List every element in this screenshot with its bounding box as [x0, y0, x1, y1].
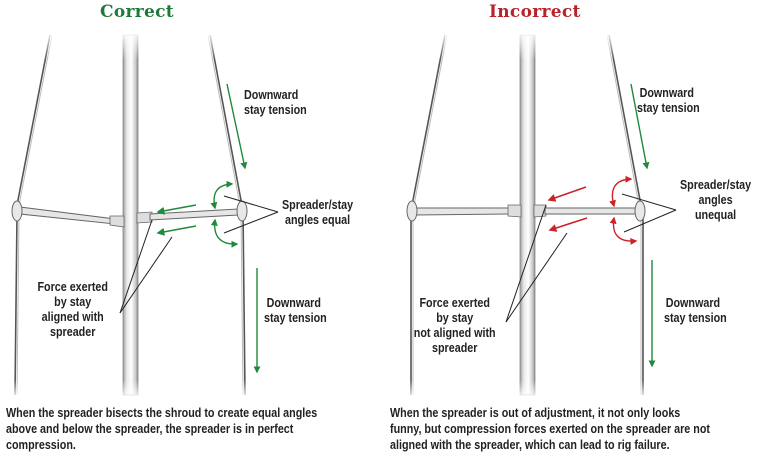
correct-downward-bottom-label: Downward stay tension [264, 296, 327, 326]
caption-line: compression. [6, 438, 76, 452]
label-line: angles [698, 193, 733, 207]
caption-line: When the spreader bisects the shroud to … [6, 406, 318, 420]
correct-caption: When the spreader bisects the shroud to … [6, 405, 317, 453]
downward-tension-arrow-top [226, 83, 248, 170]
label-line: Downward [665, 296, 721, 310]
label-line: Downward [266, 296, 321, 310]
incorrect-rig [384, 30, 768, 400]
label-line: Spreader/stay [282, 198, 354, 212]
label-line: spreader [49, 325, 96, 339]
label-line: by stay [436, 311, 474, 325]
incorrect-caption: When the spreader is out of adjustment, … [390, 405, 710, 453]
label-line: stay tension [664, 311, 727, 325]
correct-force-label: Force exerted by stay aligned with sprea… [34, 280, 111, 340]
label-line: aligned with [41, 310, 104, 324]
caption-line: above and below the spreader, the spread… [6, 422, 294, 436]
label-line: stay tension [637, 101, 700, 115]
incorrect-force-label: Force exerted by stay not aligned with s… [410, 296, 499, 356]
incorrect-title: Incorrect [489, 2, 581, 22]
label-line: stay tension [244, 103, 307, 117]
angle-arrow-lower [210, 218, 239, 248]
label-line: Spreader/stay [680, 178, 752, 192]
correct-downward-top-label: Downward stay tension [244, 88, 307, 118]
label-line: Force exerted [419, 296, 490, 310]
left-spreader [19, 206, 116, 225]
correct-rig [0, 30, 384, 400]
correct-angles-label: Spreader/stay angles equal [282, 198, 353, 228]
label-line: by stay [54, 295, 92, 309]
label-line: spreader [432, 341, 478, 355]
force-arrow-lower [156, 225, 197, 236]
incorrect-angles-label: Spreader/stay angles unequal [676, 178, 755, 223]
label-line: stay tension [264, 311, 327, 325]
caption-line: funny, but compression forces exerted on… [390, 422, 710, 436]
caption-line: aligned with the spreader, which can lea… [390, 438, 670, 452]
label-line: Force exerted [37, 280, 108, 294]
label-line: angles equal [284, 213, 351, 227]
incorrect-downward-top-label: Downward stay tension [637, 86, 700, 116]
label-line: Downward [639, 86, 694, 100]
label-line: not aligned with [413, 326, 496, 340]
force-arrow-upper [156, 204, 197, 215]
caption-line: When the spreader is out of adjustment, … [390, 406, 681, 420]
incorrect-downward-bottom-label: Downward stay tension [664, 296, 727, 326]
correct-title: Correct [100, 2, 174, 22]
angle-arrow-upper [210, 180, 234, 210]
mast [122, 34, 139, 396]
label-line: unequal [694, 208, 737, 222]
label-line: Downward [244, 88, 299, 102]
